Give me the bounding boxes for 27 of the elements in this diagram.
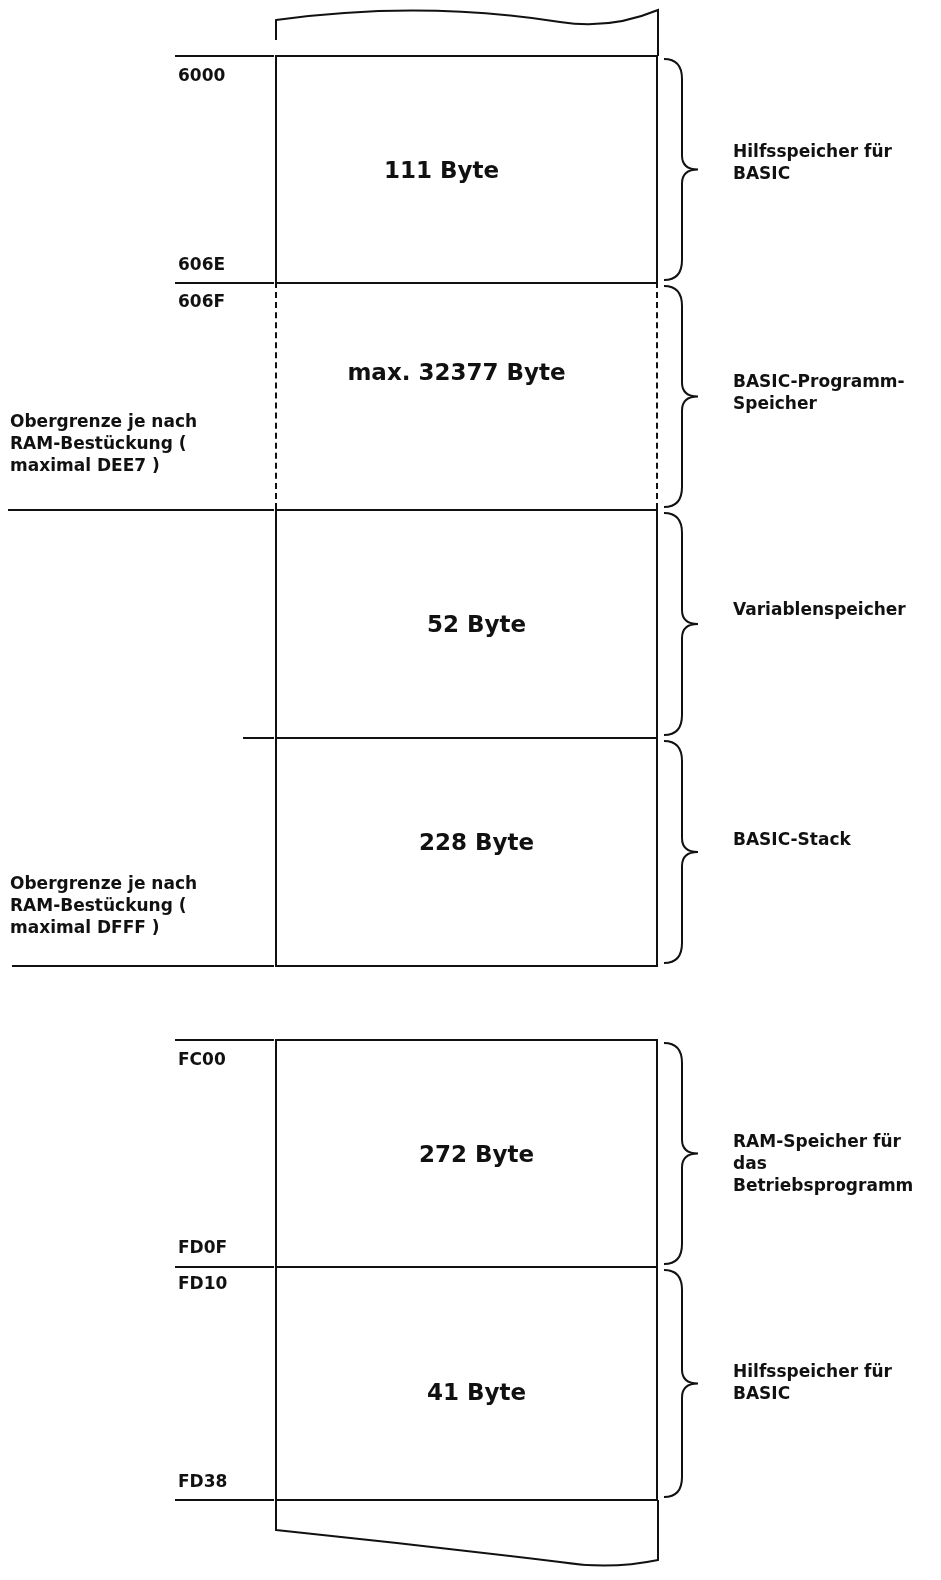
note-text: Obergrenze je nach RAM-Bestückung ( maximal DEE7 ) (10, 410, 199, 477)
memory-block (275, 55, 658, 282)
address-label: FC00 (178, 1048, 227, 1071)
area-label: Hilfsspeicher für BASIC (733, 140, 893, 185)
address-label: 606E (178, 253, 227, 276)
note-text: Obergrenze je nach RAM-Bestückung ( maximal DFFF ) (10, 872, 199, 939)
block-size: 52 Byte (426, 611, 527, 637)
area-label: RAM-Speicher für das Betriebsprogramm (733, 1130, 915, 1197)
block-size: 272 Byte (418, 1140, 535, 1167)
area-label: Hilfsspeicher für BASIC (733, 1360, 893, 1405)
block-size: 228 Byte (418, 829, 535, 855)
address-label: 606F (178, 290, 227, 313)
block-size: 111 Byte (383, 156, 500, 183)
address-label: 6000 (178, 64, 227, 87)
memory-block (275, 509, 658, 737)
area-label: BASIC-Stack (733, 828, 852, 851)
address-label: FD10 (178, 1272, 229, 1295)
memory-block (275, 1266, 658, 1501)
block-size: max. 32377 Byte (347, 358, 566, 385)
area-label: BASIC-Programm-Speicher (733, 370, 906, 415)
memory-block (275, 282, 658, 509)
address-label: FD0F (178, 1236, 229, 1259)
memory-block (275, 737, 658, 967)
memory-block (275, 1039, 658, 1266)
block-size: 41 Byte (426, 1378, 527, 1405)
address-label: FD38 (178, 1470, 229, 1493)
area-label: Variablenspeicher (733, 598, 907, 621)
